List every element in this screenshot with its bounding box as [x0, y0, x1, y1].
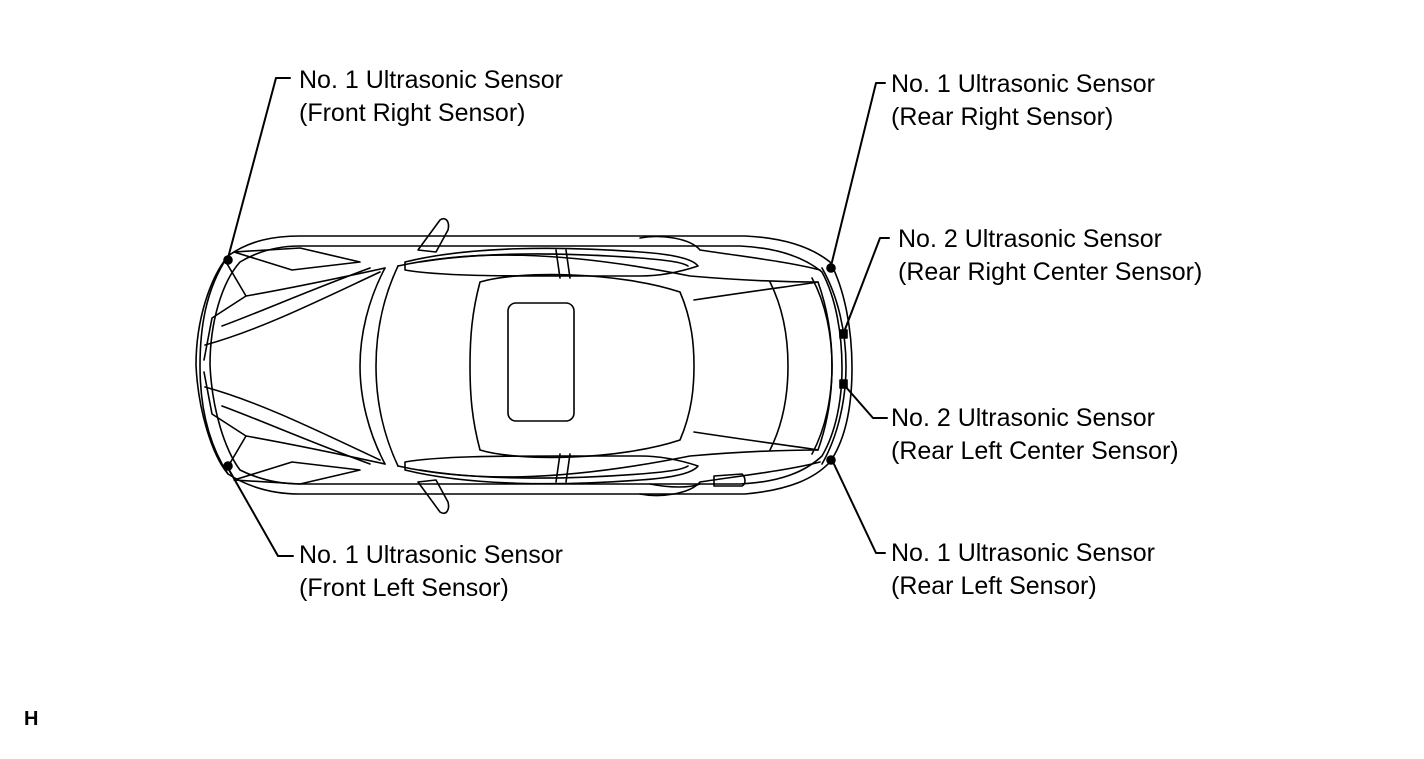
windshield-outer: [360, 268, 385, 464]
hood-line-left: [246, 436, 385, 464]
side-window-right-inner: [420, 254, 688, 266]
label-rear-left-line1: No. 1 Ultrasonic Sensor: [891, 539, 1156, 567]
roof-outline: [470, 275, 694, 458]
sensor-rear-left-center: [840, 380, 847, 388]
b-pillar-right: [556, 250, 570, 278]
front-fascia-right: [204, 372, 246, 470]
rear-window-line: [694, 282, 818, 450]
car-body: [196, 219, 852, 514]
label-front-left-line1: No. 1 Ultrasonic Sensor: [299, 541, 564, 569]
label-front-right-sensor: No. 1 Ultrasonic Sensor (Front Right Sen…: [299, 64, 563, 130]
label-rear-right-center-line1: No. 2 Ultrasonic Sensor: [898, 225, 1163, 253]
figure-id: H: [24, 708, 39, 730]
label-rear-left-sensor: No. 1 Ultrasonic Sensor (Rear Left Senso…: [891, 537, 1155, 603]
label-front-left-line2: (Front Left Sensor): [299, 574, 509, 602]
hood-line-right: [246, 268, 385, 296]
leader-front-right: [228, 78, 290, 258]
front-bumper-line: [200, 256, 228, 474]
hood-crease-right: [222, 268, 370, 326]
leader-rear-left: [833, 462, 885, 553]
label-rear-left-center-sensor: No. 2 Ultrasonic Sensor (Rear Left Cente…: [891, 402, 1179, 468]
label-front-left-sensor: No. 1 Ultrasonic Sensor (Front Left Sens…: [299, 539, 563, 605]
label-rear-right-center-sensor: No. 2 Ultrasonic Sensor (Rear Right Cent…: [898, 223, 1202, 289]
headlight-right: [234, 248, 360, 270]
rear-skirt-left: [650, 484, 700, 487]
label-rear-right-line2: (Rear Right Sensor): [891, 103, 1114, 131]
leader-rear-left-center: [845, 386, 887, 418]
rear-fender-right: [640, 237, 820, 271]
leader-rear-right-center: [844, 238, 889, 332]
side-window-left-inner: [420, 466, 688, 478]
label-rear-right-line1: No. 1 Ultrasonic Sensor: [891, 70, 1156, 98]
b-pillar-left: [556, 454, 570, 482]
hood-center-line-right: [205, 272, 380, 345]
mirror-right: [418, 219, 449, 252]
label-front-right-line2: (Front Right Sensor): [299, 99, 526, 127]
fuel-door: [714, 474, 745, 486]
sunroof: [508, 303, 574, 421]
side-window-left: [405, 456, 698, 484]
windshield-inner: [376, 266, 398, 466]
car-body-inner-line: [210, 246, 842, 484]
label-rear-right-sensor: No. 1 Ultrasonic Sensor (Rear Right Sens…: [891, 68, 1155, 134]
label-rear-left-center-line2: (Rear Left Center Sensor): [891, 437, 1179, 465]
label-rear-left-center-line1: No. 2 Ultrasonic Sensor: [891, 404, 1156, 432]
side-window-right: [405, 248, 698, 276]
sensors: [224, 256, 847, 470]
sensor-rear-right-center: [840, 330, 847, 338]
rear-bumper-line: [822, 268, 846, 464]
hood-center-line-left: [205, 387, 380, 460]
front-fascia-left: [204, 262, 246, 360]
rear-bumper-inner: [812, 278, 832, 454]
leader-front-left: [228, 468, 293, 556]
leader-rear-right: [831, 83, 885, 266]
label-front-right-line1: No. 1 Ultrasonic Sensor: [299, 66, 564, 94]
mirror-left: [418, 480, 449, 513]
label-rear-right-center-line2: (Rear Right Center Sensor): [898, 258, 1203, 286]
hood-crease-left: [222, 406, 370, 464]
label-rear-left-line2: (Rear Left Sensor): [891, 572, 1097, 600]
cabin-outline: [398, 255, 832, 477]
headlight-left: [234, 462, 360, 484]
rear-fender-left: [640, 462, 820, 496]
leader-lines: [228, 78, 889, 556]
rear-glass-line: [770, 282, 788, 450]
